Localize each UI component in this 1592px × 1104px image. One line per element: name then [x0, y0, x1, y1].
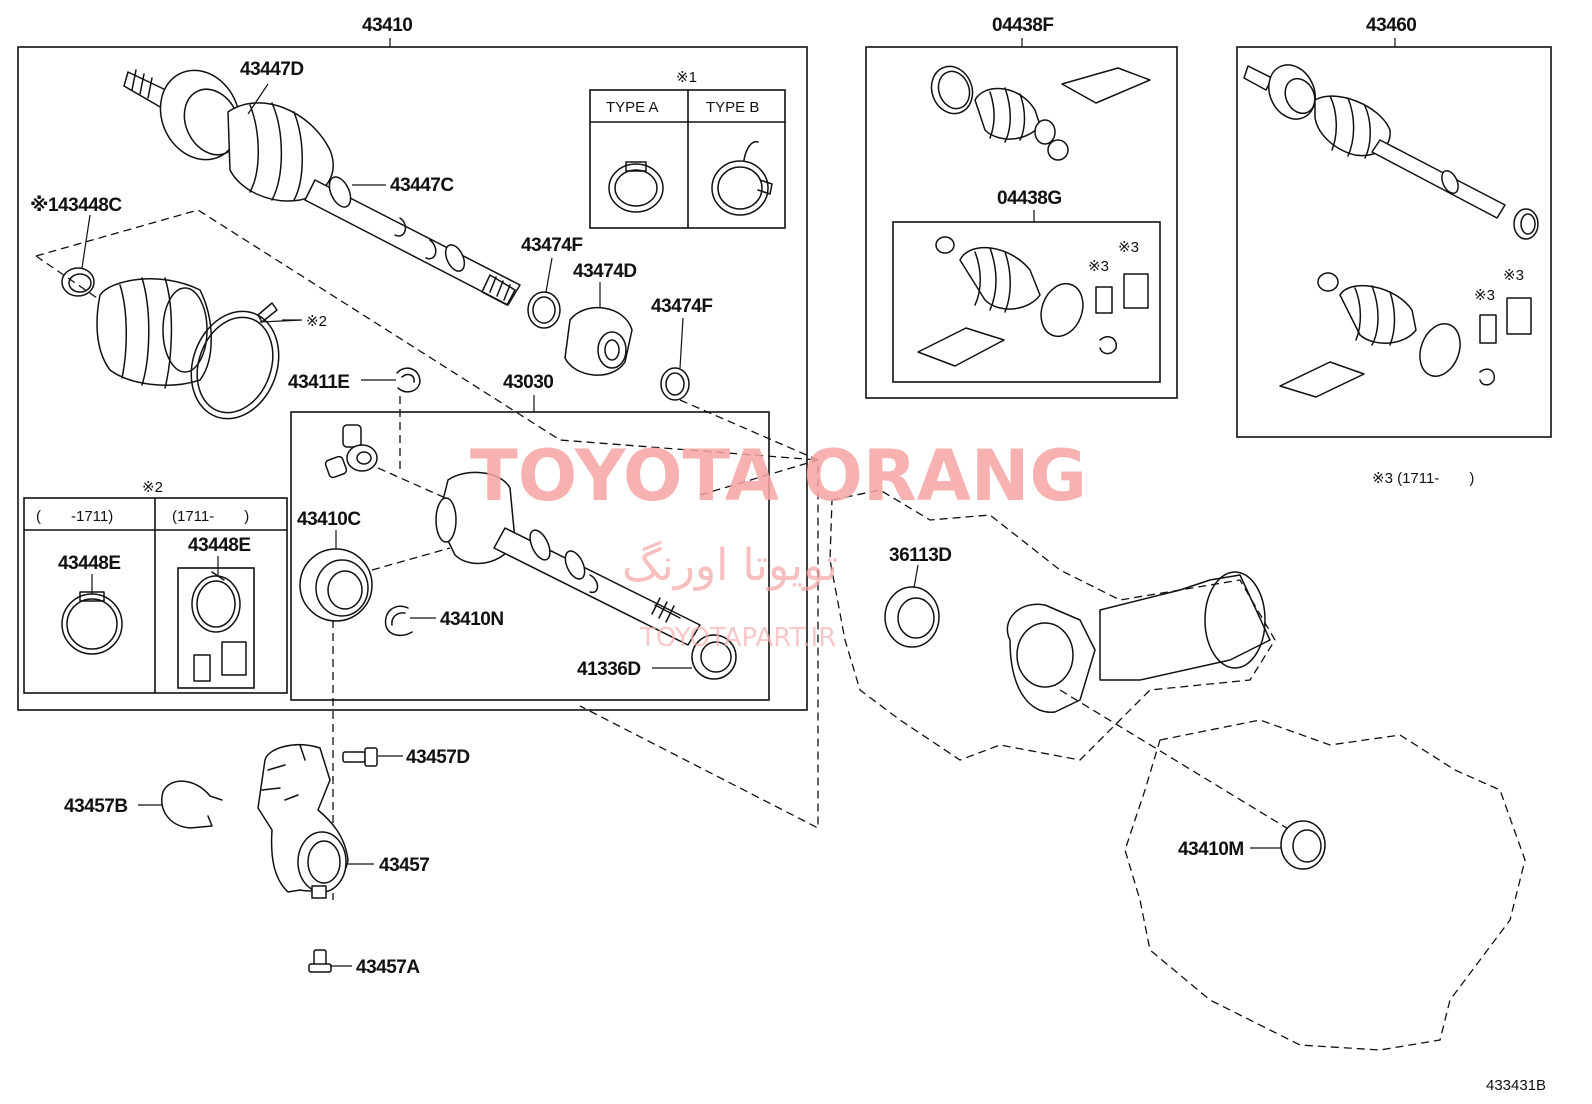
boot-kit-04438f-drawing [930, 65, 1151, 161]
label-04438f: 04438F [992, 15, 1053, 36]
note2-table-marker: ※2 [142, 479, 163, 496]
frame-43410 [17, 46, 808, 711]
note3-marker-c: ※3 [1474, 287, 1495, 304]
type-b-header: TYPE B [706, 99, 759, 116]
frame-04438g [892, 221, 1161, 383]
frame-43448e-kit [177, 567, 255, 689]
note3-marker-a: ※3 [1088, 258, 1109, 275]
label-43447c: 43447C [390, 175, 454, 196]
outer-shaft-drawing [123, 69, 521, 306]
note1-marker: ※1 [676, 69, 697, 86]
label-36113d: 36113D [889, 545, 952, 566]
label-43447d: 43447D [240, 59, 304, 80]
snap-ring-43410n [384, 605, 413, 637]
differential-housing-outline [829, 489, 1276, 761]
clamp-type-a [608, 163, 664, 213]
band-clamp-note2 [190, 310, 280, 420]
clamp-43448e-before [61, 593, 123, 655]
table-col-after-1711: (1711- ) [172, 508, 249, 525]
snap-ring-43411e [396, 367, 421, 393]
label-43410c: 43410C [297, 509, 361, 530]
transmission-case-outline [1124, 719, 1526, 1051]
label-43448e-after: 43448E [188, 535, 251, 556]
label-43474d: 43474D [573, 261, 637, 282]
label-43457b: 43457B [64, 796, 128, 817]
diagram-id: 433431B [1486, 1077, 1546, 1094]
label-43457a: 43457A [356, 957, 420, 978]
label-43457d: 43457D [406, 747, 470, 768]
bolt-43457d [342, 747, 378, 767]
table-col-before-1711: ( -1711) [36, 508, 113, 525]
clamp-type-b [711, 160, 769, 216]
label-43448c: ※143448C [30, 195, 122, 216]
label-43460: 43460 [1366, 15, 1416, 36]
note3-marker-b: ※3 [1118, 239, 1139, 256]
watermark-brand: TOYOTA ORANG [470, 435, 1087, 517]
watermark-site: TOYOTAPART.IR [639, 623, 836, 653]
frame-43030 [290, 411, 770, 701]
sheet-43448e-b [221, 641, 247, 676]
snap-ring-43457b [161, 780, 223, 829]
dashed-kit-outline [35, 209, 819, 461]
label-43448e-before: 43448E [58, 553, 121, 574]
inner-joint-shaft [435, 471, 701, 646]
right-shaft-43460-drawing [1243, 64, 1539, 240]
clamp-43448c [61, 267, 95, 297]
right-boot-kit-drawing [1279, 272, 1532, 398]
label-43410: 43410 [362, 15, 412, 36]
label-43411e: 43411E [288, 372, 349, 393]
sheet-43448e-a [193, 654, 211, 682]
boot-kit-04438g-drawing [917, 236, 1149, 367]
frame-43460 [1236, 46, 1552, 438]
steering-knuckle-43457 [257, 744, 349, 899]
clamp-43448e-after [191, 575, 241, 633]
tripod-spider [324, 424, 378, 479]
label-43474f-a: 43474F [521, 235, 582, 256]
label-43474f-b: 43474F [651, 296, 712, 317]
label-04438g: 04438G [997, 188, 1062, 209]
note3-marker-d: ※3 [1503, 267, 1524, 284]
seal-36113d [884, 586, 940, 648]
note2-ring-marker: ※2 [306, 313, 327, 330]
label-43457: 43457 [379, 855, 429, 876]
differential-housing-drawing [1006, 603, 1096, 713]
watermark-brand-fa: تویوتا اورنگ [622, 540, 838, 591]
label-43410n: 43410N [440, 609, 504, 630]
seal-41336d [691, 634, 737, 680]
label-41336d: 41336D [577, 659, 641, 680]
type-a-header: TYPE A [606, 99, 659, 116]
label-43030: 43030 [503, 372, 553, 393]
label-43410m: 43410M [1178, 839, 1244, 860]
note3-footnote: ※3 (1711- ) [1372, 470, 1474, 487]
bolt-43457a [308, 949, 332, 973]
